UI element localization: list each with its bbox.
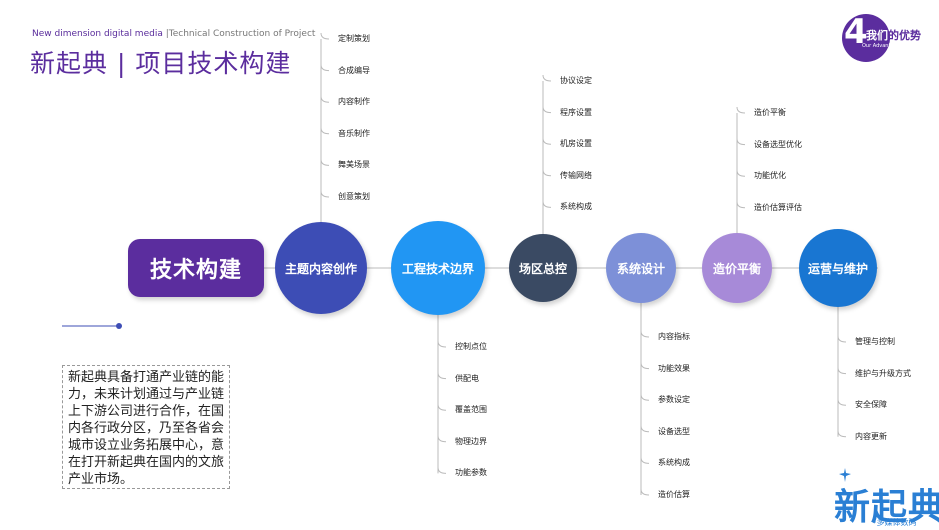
leaf-connector xyxy=(837,367,847,375)
subtitle-en-2: |Technical Construction of Project xyxy=(165,29,316,39)
badge-number: 4 xyxy=(844,12,868,52)
leaf-label: 音乐制作 xyxy=(338,128,370,138)
leaf-label: 定制策划 xyxy=(338,34,370,43)
leaf-connector xyxy=(437,340,447,348)
leaf-connector xyxy=(320,159,330,166)
leaf-label: 功能参数 xyxy=(455,468,487,478)
topic-node: 场区总控 xyxy=(509,234,577,302)
leaf-label: 供配电 xyxy=(455,373,479,383)
leaf-connector xyxy=(437,435,447,443)
leaf-label: 控制点位 xyxy=(455,342,487,351)
leaf-connector xyxy=(640,488,650,496)
leaf-label: 维护与升级方式 xyxy=(855,368,911,378)
leaf-connector xyxy=(320,127,330,135)
leaf-connector xyxy=(640,330,650,338)
leaf-label: 管理与控制 xyxy=(855,337,895,346)
leaf-label: 机房设置 xyxy=(560,139,592,149)
subtitle-en: New dimension digital media xyxy=(32,29,163,39)
leaf-connector xyxy=(542,138,552,145)
leaf-connector xyxy=(837,335,847,343)
leaf-connector xyxy=(837,399,847,406)
leaf-connector xyxy=(437,372,447,380)
leaf-connector xyxy=(437,404,447,411)
leaf-connector xyxy=(542,74,552,82)
badge-title-white: 我们 xyxy=(866,29,888,42)
leaf-connector xyxy=(640,362,650,370)
leaf-connector xyxy=(542,106,552,114)
leaf-label: 程序设置 xyxy=(560,107,592,117)
description-box: 新起典具备打通产业链的能力，未来计划通过与产业链上下游公司进行合作，在国内各行政… xyxy=(62,365,230,489)
leaf-connector xyxy=(542,169,552,177)
leaf-connector xyxy=(437,467,447,474)
leaf-connector xyxy=(736,106,746,114)
leaf-label: 安全保障 xyxy=(855,400,887,410)
leaf-label: 设备选型 xyxy=(658,426,690,436)
leaf-label: 功能效果 xyxy=(658,363,690,373)
topic-node: 系统设计 xyxy=(606,233,676,303)
badge-title: 我们的优势 xyxy=(866,27,921,43)
topic-node: 工程技术边界 xyxy=(391,221,485,315)
leaf-connector xyxy=(736,170,746,177)
leaf-label: 舞美场景 xyxy=(338,160,370,170)
topic-node: 运营与维护 xyxy=(799,229,877,307)
decorative-dot xyxy=(116,323,122,329)
leaf-label: 系统构成 xyxy=(658,458,690,468)
leaf-connector xyxy=(640,425,650,433)
brand-logo: 新起典 xyxy=(834,487,939,528)
leaf-label: 系统构成 xyxy=(560,202,592,212)
leaf-label: 合成编导 xyxy=(338,65,370,75)
leaf-connector xyxy=(320,32,330,40)
leaf-connector xyxy=(542,201,552,208)
leaf-label: 传输网络 xyxy=(560,170,592,180)
leaf-connector xyxy=(837,430,847,438)
leaf-label: 物理边界 xyxy=(455,436,487,446)
leaf-connector xyxy=(736,201,746,209)
leaf-label: 造价估算 xyxy=(658,490,690,499)
leaf-connector xyxy=(640,394,650,401)
header-subtitle: New dimension digital media |Technical C… xyxy=(32,29,315,39)
leaf-label: 协议设定 xyxy=(560,76,592,85)
leaf-label: 造价平衡 xyxy=(754,108,786,117)
leaf-label: 内容制作 xyxy=(338,97,370,107)
leaf-connector xyxy=(736,138,746,146)
topic-node: 主题内容创作 xyxy=(275,222,367,314)
leaf-label: 功能优化 xyxy=(754,171,786,181)
page-title: 新起典 | 项目技术构建 xyxy=(30,49,292,78)
brand-logo-sub: ·多媒体数码 xyxy=(874,518,917,527)
leaf-label: 覆盖范围 xyxy=(455,405,487,415)
leaf-label: 设备选型优化 xyxy=(754,139,802,149)
leaf-connector xyxy=(640,457,650,464)
leaf-label: 参数设定 xyxy=(658,395,690,405)
topic-node: 造价平衡 xyxy=(702,233,772,303)
leaf-label: 内容更新 xyxy=(855,431,887,441)
sparkle-icon xyxy=(839,468,851,482)
badge-title-dark: 的优势 xyxy=(888,29,921,42)
leaf-connector xyxy=(320,64,330,72)
leaf-label: 内容指标 xyxy=(658,332,690,341)
leaf-connector xyxy=(320,190,330,198)
leaf-label: 造价估算评估 xyxy=(754,202,802,212)
leaf-connector xyxy=(320,96,330,103)
root-node: 技术构建 xyxy=(128,239,264,297)
leaf-label: 创意策划 xyxy=(338,192,370,201)
section-badge xyxy=(842,14,890,62)
badge-subtitle: Our Advantages. xyxy=(862,43,904,49)
